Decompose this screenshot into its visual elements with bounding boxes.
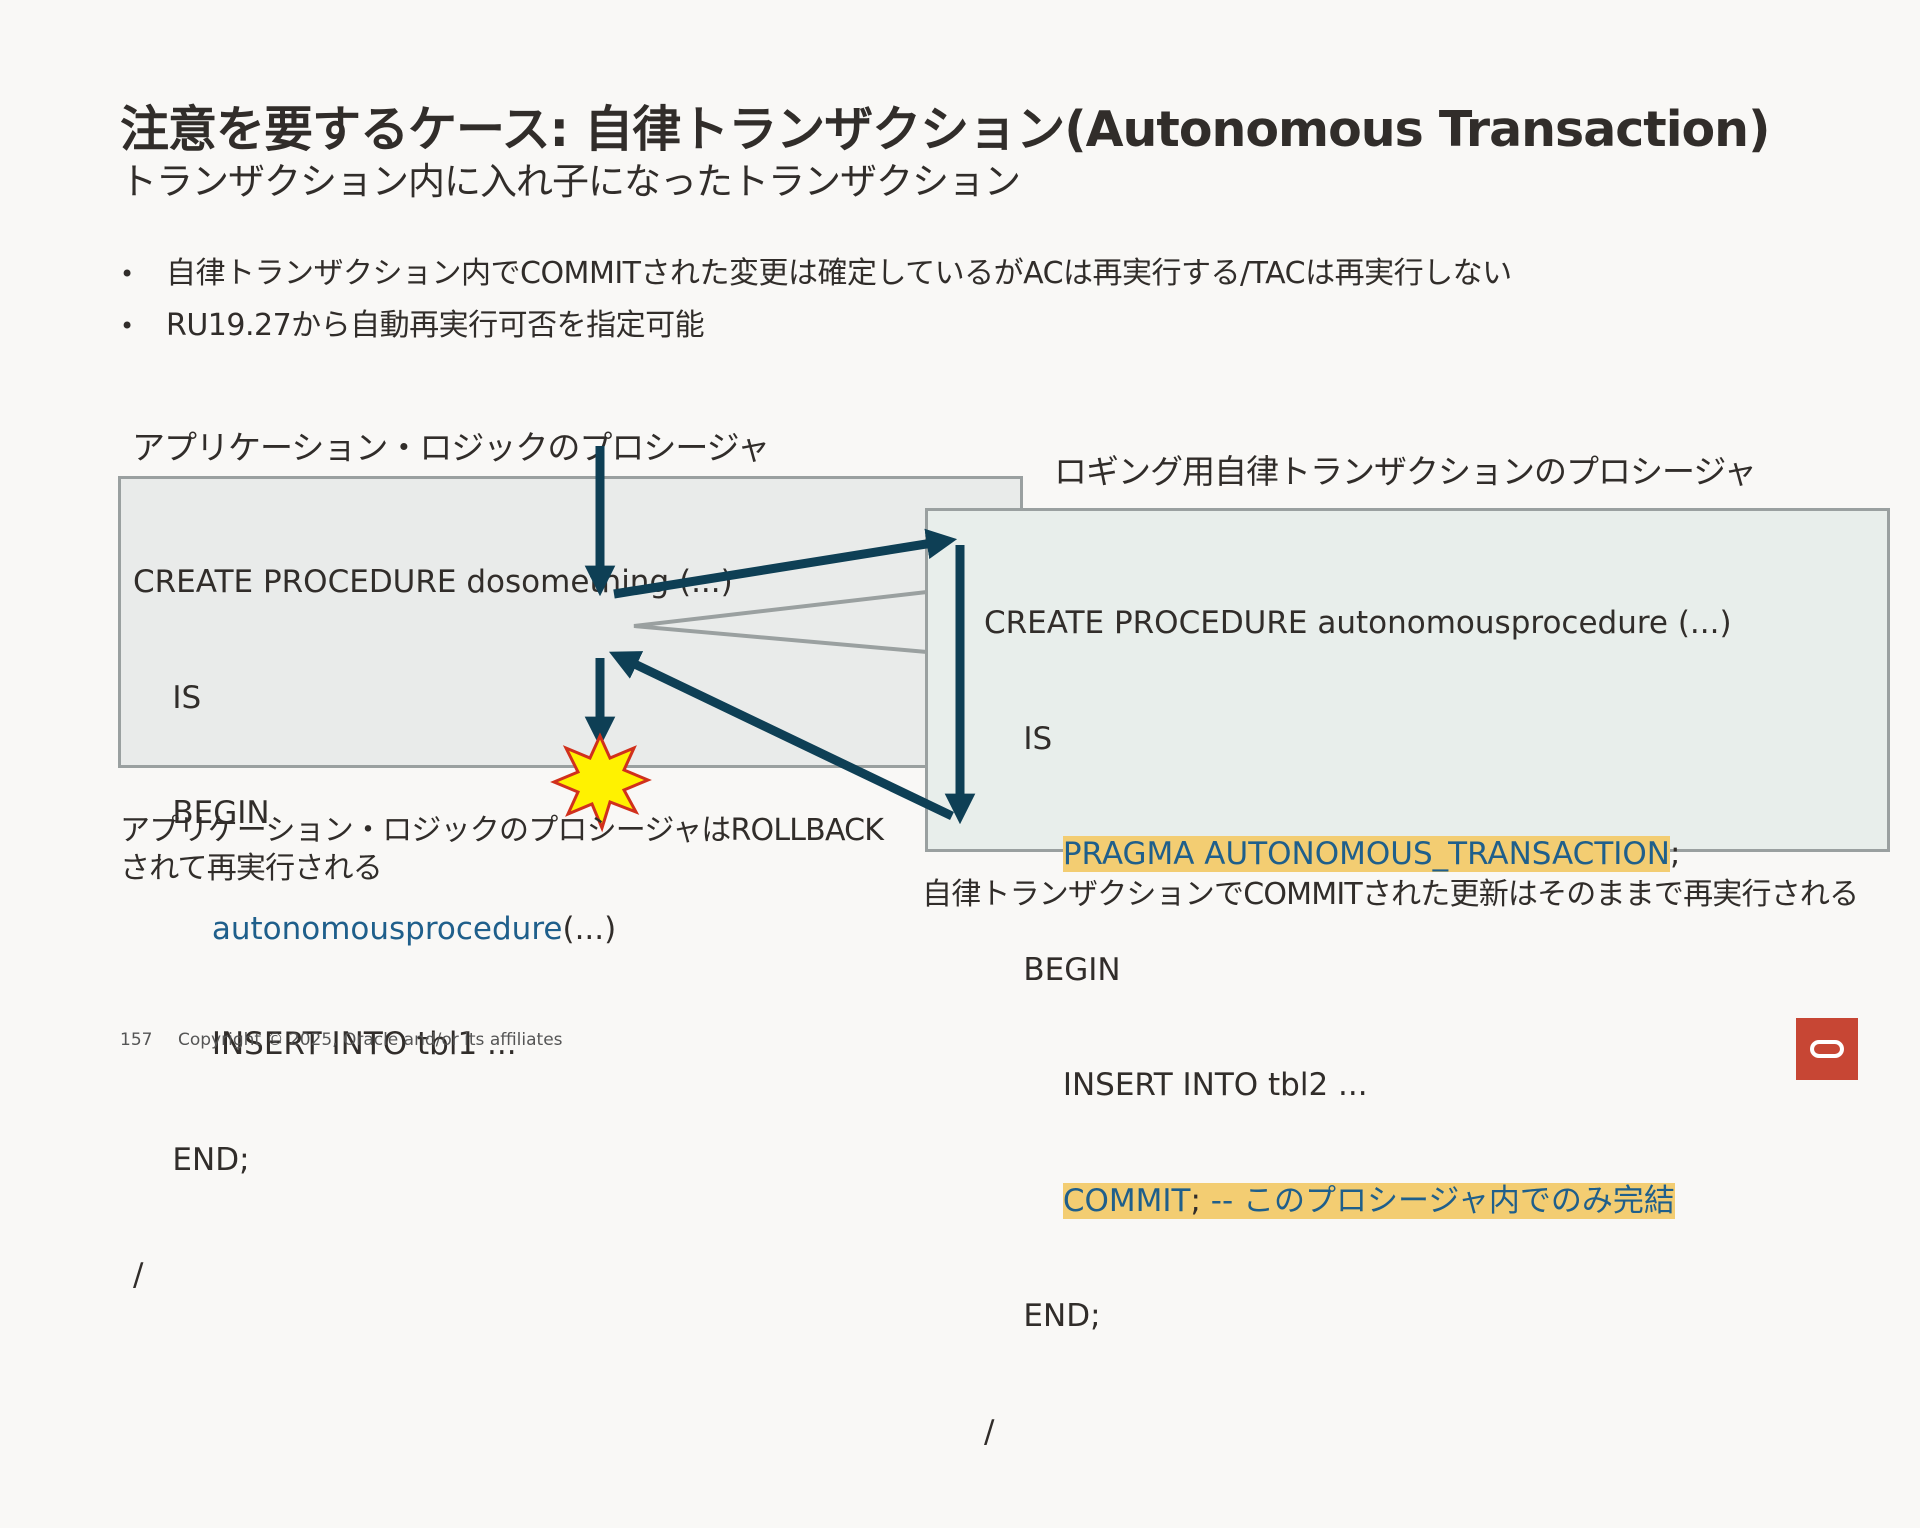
- code-line: INSERT INTO tbl1 ...: [133, 1026, 517, 1062]
- left-procedure-label: アプリケーション・ロジックのプロシージャ: [132, 428, 770, 467]
- code-line: CREATE PROCEDURE dosomething (...): [133, 564, 733, 600]
- flow-arrow: [613, 528, 958, 599]
- code-line: IS: [133, 679, 202, 716]
- callout-wedge: [633, 590, 928, 654]
- procedure-args: (...): [562, 910, 617, 947]
- pragma-highlight: PRAGMA AUTONOMOUS_TRANSACTION: [1062, 836, 1670, 872]
- right-procedure-label: ロギング用自律トランザクションのプロシージャ: [1054, 452, 1757, 491]
- left-procedure-box: CREATE PROCEDURE dosomething (...) IS BE…: [118, 476, 1023, 1293]
- code-line: END;: [984, 1298, 1101, 1334]
- bullet-dot-icon: •: [120, 312, 134, 340]
- copyright-text: Copyright © 2025, Oracle and/or its affi…: [178, 1030, 563, 1050]
- code-comment: -- このプロシージャ内でのみ完結: [1200, 1182, 1675, 1219]
- page-number: 157: [120, 1030, 153, 1050]
- page-title: 注意を要するケース: 自律トランザクション(Autonomous Transac…: [120, 101, 1770, 158]
- oracle-ring-icon: [1810, 1040, 1844, 1058]
- code-line: BEGIN: [984, 951, 1121, 988]
- code-line: BEGIN: [133, 795, 270, 831]
- explosion-icon: [550, 732, 652, 833]
- flow-arrow: [608, 651, 954, 821]
- bullet-dot-icon: •: [120, 260, 134, 288]
- code-line: COMMIT; -- このプロシージャ内でのみ完結: [984, 1182, 1732, 1221]
- commit-highlight: COMMIT; -- このプロシージャ内でのみ完結: [1062, 1182, 1675, 1219]
- bullet-list: • 自律トランザクション内でCOMMITされた変更は確定しているがACは再実行する…: [120, 248, 1512, 352]
- code-punct: ;: [1670, 836, 1681, 872]
- bullet-text: 自律トランザクション内でCOMMITされた変更は確定しているがACは再実行する/…: [166, 256, 1512, 291]
- code-line: /: [133, 1257, 144, 1293]
- code-line: END;: [133, 1141, 250, 1178]
- oracle-logo: [1796, 1018, 1858, 1080]
- left-caption: アプリケーション・ロジックのプロシージャはROLLBACKされて再実行される: [120, 813, 884, 886]
- right-caption: 自律トランザクションでCOMMITされた更新はそのままで再実行される: [922, 877, 1859, 912]
- commit-keyword: COMMIT: [1062, 1182, 1191, 1219]
- code-line: CREATE PROCEDURE autonomousprocedure (..…: [984, 605, 1732, 641]
- bullet-item: • RU19.27から自動再実行可否を指定可能: [120, 300, 1512, 352]
- diagram-overlay: [550, 446, 976, 833]
- code-line: PRAGMA AUTONOMOUS_TRANSACTION;: [984, 835, 1732, 874]
- code-line: IS: [984, 720, 1053, 757]
- code-line: autonomousprocedure(...): [133, 910, 733, 949]
- procedure-call: autonomousprocedure: [211, 910, 563, 947]
- bullet-text: RU19.27から自動再実行可否を指定可能: [166, 308, 705, 343]
- code-block: CREATE PROCEDURE dosomething (...) IS BE…: [133, 486, 733, 1372]
- code-line: /: [984, 1413, 995, 1450]
- page-subtitle: トランザクション内に入れ子になったトランザクション: [120, 160, 1021, 203]
- bullet-item: • 自律トランザクション内でCOMMITされた変更は確定しているがACは再実行する…: [120, 248, 1512, 300]
- code-punct: ;: [1190, 1182, 1201, 1219]
